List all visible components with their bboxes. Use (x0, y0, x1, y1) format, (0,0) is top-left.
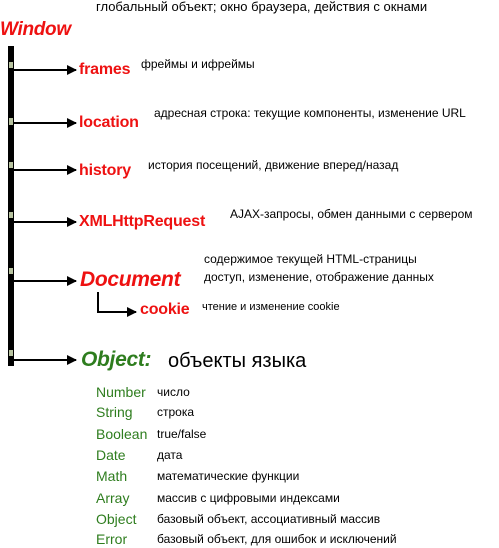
node-history-description: история посещений, движение вперед/назад (148, 158, 399, 172)
node-frames: frames (79, 61, 131, 78)
node-object-subtitle: объекты языка (168, 350, 307, 372)
object-item-description: базовый объект, ассоциативный массив (157, 512, 381, 526)
window-title: Window (0, 19, 71, 40)
object-item-name: Date (96, 447, 126, 463)
object-item-name: Math (96, 468, 128, 484)
object-item-description: математические функции (157, 469, 300, 483)
node-xmlhttprequest: XMLHttpRequest (79, 213, 206, 230)
object-item-name: Array (96, 490, 130, 506)
node-object: Object: (81, 348, 152, 371)
object-item-name: String (96, 404, 133, 420)
node-document-description-line-2: доступ, изменение, отображение данных (204, 270, 434, 284)
node-document-description-line-1: содержимое текущей HTML-страницы (204, 252, 417, 266)
node-location: location (79, 114, 139, 131)
node-xmlhttprequest-description: AJAX-запросы, обмен данными с сервером (230, 207, 473, 221)
node-history: history (79, 162, 131, 179)
object-item-description: true/false (157, 427, 207, 441)
object-item-name: Error (96, 531, 128, 547)
arrow-cookie (97, 292, 137, 317)
object-item-name: Boolean (96, 426, 148, 442)
object-item-description: строка (157, 405, 195, 419)
node-location-description: адресная строка: текущие компоненты, изм… (154, 106, 466, 120)
node-frames-description: фреймы и ифреймы (141, 57, 255, 71)
spine (8, 46, 14, 366)
object-item-description: дата (157, 448, 183, 462)
window-description: глобальный объект; окно браузера, действ… (96, 0, 428, 14)
node-cookie: cookie (140, 301, 190, 318)
object-item-description: базовый объект, для ошибок и исключений (157, 532, 397, 546)
object-item-description: число (157, 385, 190, 399)
object-item-name: Object (96, 511, 137, 527)
node-document: Document (80, 268, 181, 291)
object-item-description: массив с цифровыми индексами (157, 491, 340, 505)
object-item-name: Number (96, 384, 146, 400)
node-cookie-description: чтение и изменение cookie (202, 301, 340, 313)
spine-highlights (9, 62, 13, 356)
